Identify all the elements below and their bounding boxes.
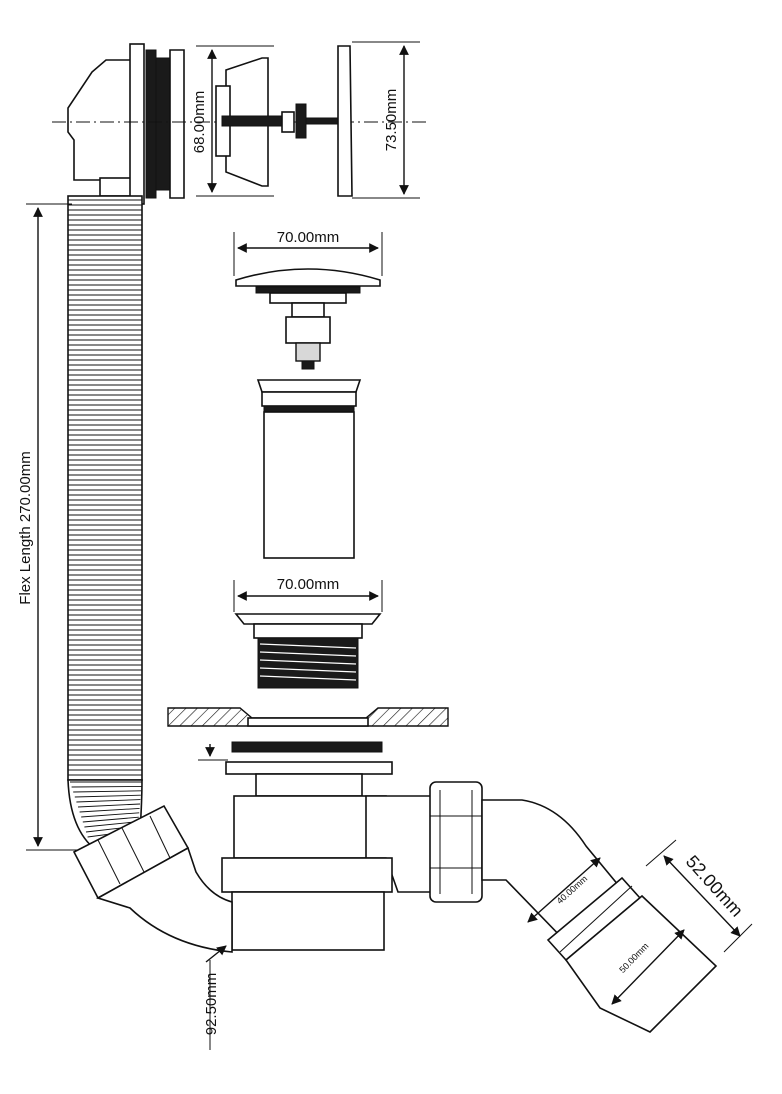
union-nut-right — [429, 781, 483, 903]
flexible-hose — [67, 195, 143, 851]
union-nut-left — [72, 804, 233, 953]
hose-ring — [84, 821, 139, 828]
dimension-73-5mm: 73.50mm — [352, 41, 420, 199]
dim-label-73-5mm: 73.50mm — [383, 89, 400, 152]
hose-ring — [79, 807, 140, 813]
waste-body-tube — [256, 379, 362, 559]
trap-body — [221, 761, 433, 951]
bath-section — [167, 707, 449, 727]
dim-label-trap-height: 92.50mm — [203, 973, 220, 1036]
dim-label-flex-length: Flex Length 270.00mm — [17, 451, 34, 604]
dimension-plug-70mm: 70.00mm — [233, 229, 383, 276]
overflow-cover-plate — [215, 45, 353, 197]
dim-label-68mm: 68.00mm — [191, 91, 208, 154]
dimension-flex-length: Flex Length 270.00mm — [17, 203, 78, 851]
hose-ring — [76, 799, 141, 803]
hose-ring — [73, 790, 142, 793]
dimension-flange-70mm: 70.00mm — [233, 576, 383, 612]
threaded-flange — [234, 613, 382, 689]
dimension-68mm: 68.00mm — [191, 45, 274, 197]
dim-label-flange-70mm: 70.00mm — [277, 576, 340, 593]
overflow-elbow — [52, 43, 430, 205]
hose-ring — [74, 794, 141, 798]
dim-label-plug-70mm: 70.00mm — [277, 229, 340, 246]
dimension-trap-height: 92.50mm — [203, 945, 227, 1050]
outlet-elbow — [481, 799, 718, 1033]
hose-ring — [81, 812, 140, 818]
hose-ring — [82, 816, 139, 823]
hose-ring — [71, 785, 142, 788]
hose-ring — [77, 803, 141, 808]
sealing-washer — [198, 741, 383, 761]
click-clack-plug — [235, 268, 381, 370]
